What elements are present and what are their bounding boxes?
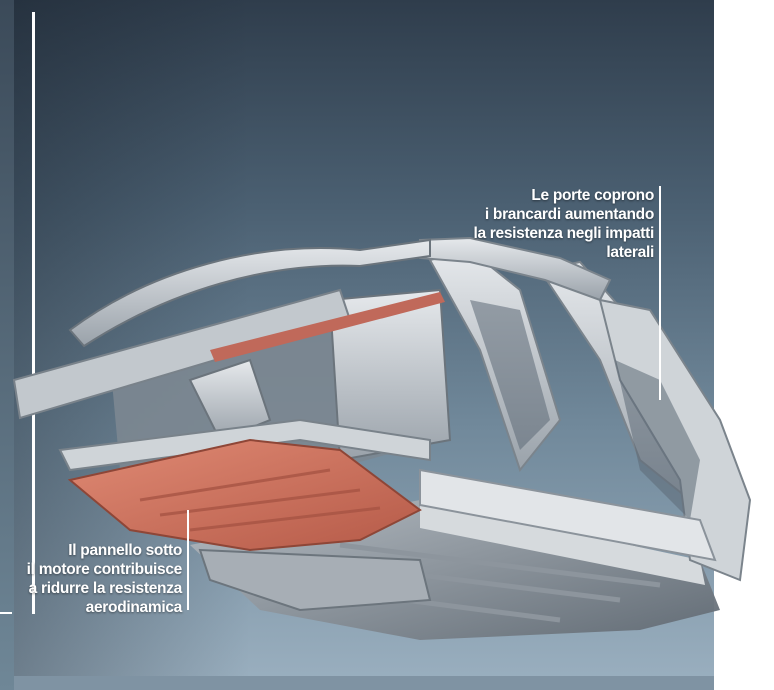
underbody-panel-callout: Il pannello sotto il motore contribuisce… [12,541,183,617]
accent-vertical-line [32,12,35,614]
doors-callout-line-4: laterali [606,244,654,261]
rocker-panel [419,468,717,562]
side-tick-mark [0,612,12,614]
dashboard-crossmember [210,292,445,362]
panel-callout-line-2: il motore contribuisce [26,561,183,578]
left-edge-strip [0,0,14,690]
panel-callout-line-4: aerodinamica [85,599,183,616]
firewall [328,288,452,462]
underbody-panel-ribs [139,468,381,532]
door-opening-front [470,300,550,450]
doors-callout-line-3: la resistenza negli impatti [473,225,654,242]
rear-sill [420,500,705,585]
panel-callout-line-3: a ridurre la resistenza [28,580,183,597]
bottom-edge-strip [14,676,714,690]
doors-callout-line-1: Le porte coprono [531,187,654,204]
panel-callout-line-1: Il pannello sotto [68,542,182,559]
doors-callout-line-2: i brancardi aumentando [484,206,654,223]
door-opening-rear [615,360,700,520]
front-subframe [198,548,432,612]
underbody-aero-panel [67,438,422,552]
strut-tower [188,358,272,442]
panel-leader-line [187,510,189,610]
doors-callout: Le porte coprono i brancardi aumentando … [418,186,654,262]
doors-leader-line [659,186,661,400]
upper-rail [68,238,431,348]
roof-rail [419,236,612,302]
